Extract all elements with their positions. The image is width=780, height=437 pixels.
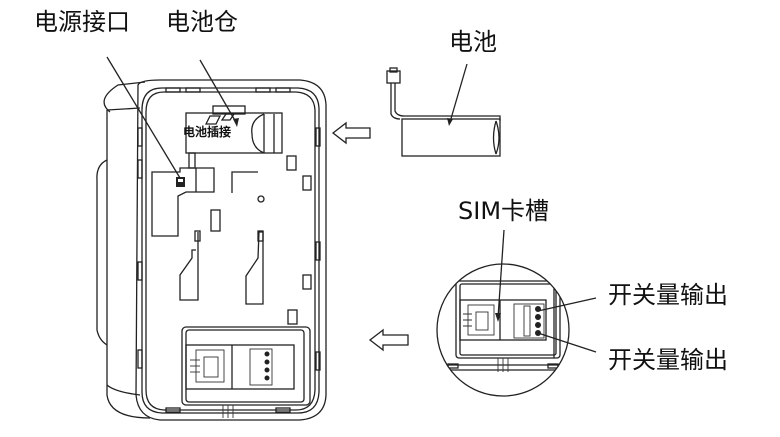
battery-compartment	[185, 105, 283, 154]
sim-module-main	[181, 326, 311, 418]
arrow-battery-insert	[331, 121, 371, 145]
leader-sim-slot	[497, 229, 505, 319]
leader-battery	[449, 63, 468, 123]
power-port-block	[151, 152, 215, 237]
leader-battery-compartment	[199, 59, 238, 125]
arrow-sim-detail	[368, 328, 409, 352]
battery	[386, 67, 501, 157]
label-battery-compartment: 电池仓	[166, 8, 238, 36]
label-sim-slot: SIM卡槽	[458, 197, 550, 225]
leader-power-port	[106, 56, 181, 179]
label-switch-output-2: 开关量输出	[608, 346, 728, 374]
device-housing	[96, 79, 327, 421]
label-battery-connector-inner: 电池插接	[183, 125, 232, 139]
label-switch-output-1: 开关量输出	[608, 281, 728, 309]
sim-detail-magnified	[436, 263, 570, 397]
leader-switch-output-1	[537, 297, 597, 312]
housing-inner-details	[179, 155, 312, 325]
label-power-port: 电源接口	[34, 8, 130, 36]
label-battery: 电池	[449, 28, 497, 56]
leader-switch-output-2	[537, 332, 597, 353]
